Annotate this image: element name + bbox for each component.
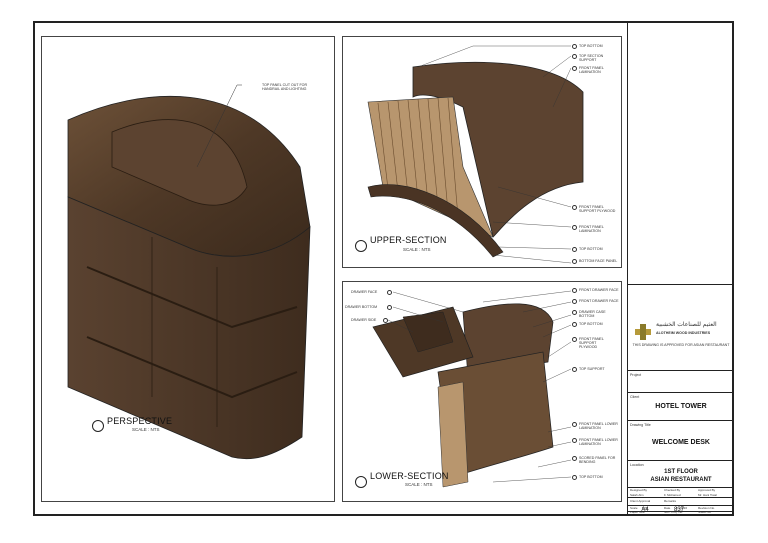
perspective-scale: SCALE : NTS (132, 427, 160, 432)
upper-callout-marker (572, 54, 577, 59)
perspective-note: TOP PANEL CUT OUT FOR HANDRAIL AND LIGHT… (262, 83, 308, 91)
lower-title: LOWER-SECTION (370, 471, 449, 481)
location-line2: ASIAN RESTAURANT (650, 477, 712, 483)
scale-label: Scale (630, 506, 638, 510)
checked-by-label: Checked By (664, 488, 681, 492)
scale-row: Scale NTS Date 5 - 2016 Revision No. (628, 505, 734, 511)
upper-section-drawing (367, 45, 584, 264)
designed-by-value: Salah Alm (630, 493, 644, 497)
location-line1: 1ST FLOOR (664, 469, 698, 475)
client-value: HOTEL TOWER (655, 403, 707, 410)
approved-by-label: Approved By (698, 488, 716, 492)
lower-scale: SCALE : NTS (405, 482, 433, 487)
upper-callout-2: TOP SECTION SUPPORT (579, 54, 604, 62)
lower-callout-marker (572, 438, 577, 443)
lower-callout-6: TOP SUPPORT (579, 367, 605, 371)
lower-callout-10: TOP BOTTOM (579, 475, 603, 479)
upper-callout-marker (572, 205, 577, 210)
upper-callout-marker (572, 44, 577, 49)
people-row: Designed By Salah Alm Checked By F. Moha… (628, 487, 734, 497)
lower-left-callout-2: DRAWER BOTTOM (345, 305, 378, 309)
date-value: 5 - 2016 (676, 506, 688, 510)
lower-section-drawing (372, 290, 572, 488)
lower-left-callout-marker (387, 305, 392, 310)
lower-callout-marker (572, 322, 577, 327)
lower-callout-1: FRONT DRAWER FACE (579, 288, 619, 292)
lower-callout-4: TOP BOTTOM (579, 322, 603, 326)
checked-by-value: F. Mohamed (664, 493, 681, 497)
perspective-drawing (67, 84, 311, 460)
upper-title-circle (355, 240, 367, 252)
lower-left-callout-1: DRAWER FACE (351, 290, 378, 294)
project-label: Project (630, 373, 642, 377)
approved-by-value: Mr. Hani Tiwal (698, 493, 717, 497)
location-label: Location (630, 463, 644, 467)
scale-value: NTS (642, 506, 648, 510)
lower-callout-8: FRONT PANEL LOWER LAMINATION (579, 438, 618, 446)
upper-callout-5: FRONT PANEL LAMINATION (579, 225, 604, 233)
job-no-label: Job / Proj. No. (664, 510, 684, 514)
upper-callout-6: TOP BOTTOM (579, 247, 603, 251)
upper-title: UPPER-SECTION (370, 235, 447, 245)
lower-left-callout-marker (387, 290, 392, 295)
remarks-label: Remarks (664, 499, 677, 503)
perspective-title-circle (92, 420, 104, 432)
drawing-title-row: Drawing Title WELCOME DESK (628, 420, 734, 460)
lower-callout-marker (572, 367, 577, 372)
company-name-ar: العثيم للصناعات الخشبية (656, 322, 717, 328)
project-row: Project (628, 370, 734, 392)
lower-callout-3: DRAWER CASE BOTTOM (579, 310, 606, 318)
lower-callout-marker (572, 456, 577, 461)
lower-callout-2: FRONT DRAWER FACE (579, 299, 619, 303)
title-block: العثيم للصناعات الخشبية ALOTHEIM WOOD IN… (627, 22, 734, 515)
lower-callout-marker (572, 422, 577, 427)
paper-size-value: A4 (641, 507, 649, 513)
upper-callout-3: FRONT PANEL LAMINATION (579, 66, 604, 74)
drawing-title-label: Drawing Title (630, 423, 651, 427)
job-no-value: 837 (673, 507, 684, 513)
company-note: THIS DRAWING IS APPROVED FOR ASIAN RESTA… (632, 343, 730, 347)
lower-callout-marker (572, 288, 577, 293)
lower-left-callout-marker (383, 318, 388, 323)
upper-callout-marker (572, 259, 577, 264)
lower-callout-marker (572, 475, 577, 480)
upper-callout-1: TOP BOTTOM (579, 44, 603, 48)
upper-callout-marker (572, 225, 577, 230)
lower-callout-7: FRONT PANEL LOWER LAMINATION (579, 422, 618, 430)
lower-callout-marker (572, 337, 577, 342)
drawing-frame (33, 21, 734, 516)
upper-scale: SCALE : NTS (403, 247, 431, 252)
upper-callout-7: BOTTOM FACE PANEL (579, 259, 618, 263)
designed-by-label: Designed By (630, 488, 648, 492)
lower-title-circle (355, 476, 367, 488)
paper-size-label: Paper Size (630, 510, 645, 514)
logo-row: العثيم للصناعات الخشبية ALOTHEIM WOOD IN… (628, 284, 734, 370)
client-row: Client HOTEL TOWER (628, 392, 734, 420)
upper-callout-4: FRONT PANEL SUPPORT PLYWOOD (579, 205, 616, 213)
date-label: Date (664, 506, 671, 510)
sheet-no-label: Sheet No. (698, 510, 712, 514)
lower-left-callout-3: DRAWER SIDE (351, 318, 377, 322)
approval-row: Client Approval Remarks (628, 497, 734, 505)
location-row: Location 1ST FLOOR ASIAN RESTAURANT (628, 460, 734, 487)
company-logo-icon (635, 324, 651, 340)
company-name-en: ALOTHEIM WOOD INDUSTRIES (656, 331, 711, 335)
upper-callout-marker (572, 66, 577, 71)
revision-label: Revision No. (698, 506, 716, 510)
client-label: Client (630, 395, 640, 399)
upper-callout-marker (572, 247, 577, 252)
lower-callout-marker (572, 299, 577, 304)
perspective-title: PERSPECTIVE (107, 416, 173, 426)
lower-callout-5: FRONT PANEL SUPPORT PLYWOOD (579, 337, 604, 349)
client-approval-label: Client Approval (630, 499, 651, 503)
upper-section-panel: TOP BOTTOM TOP SECTION SUPPORT FRONT PAN… (342, 36, 622, 268)
lower-callout-marker (572, 310, 577, 315)
lower-callout-9: SCORED PANEL FOR BENDING (579, 456, 616, 464)
drawing-title-value: WELCOME DESK (652, 439, 710, 446)
sheet-row (628, 511, 734, 515)
lower-section-panel: DRAWER FACE DRAWER BOTTOM DRAWER SIDE FR… (342, 281, 622, 502)
perspective-panel: TOP PANEL CUT OUT FOR HANDRAIL AND LIGHT… (41, 36, 335, 502)
